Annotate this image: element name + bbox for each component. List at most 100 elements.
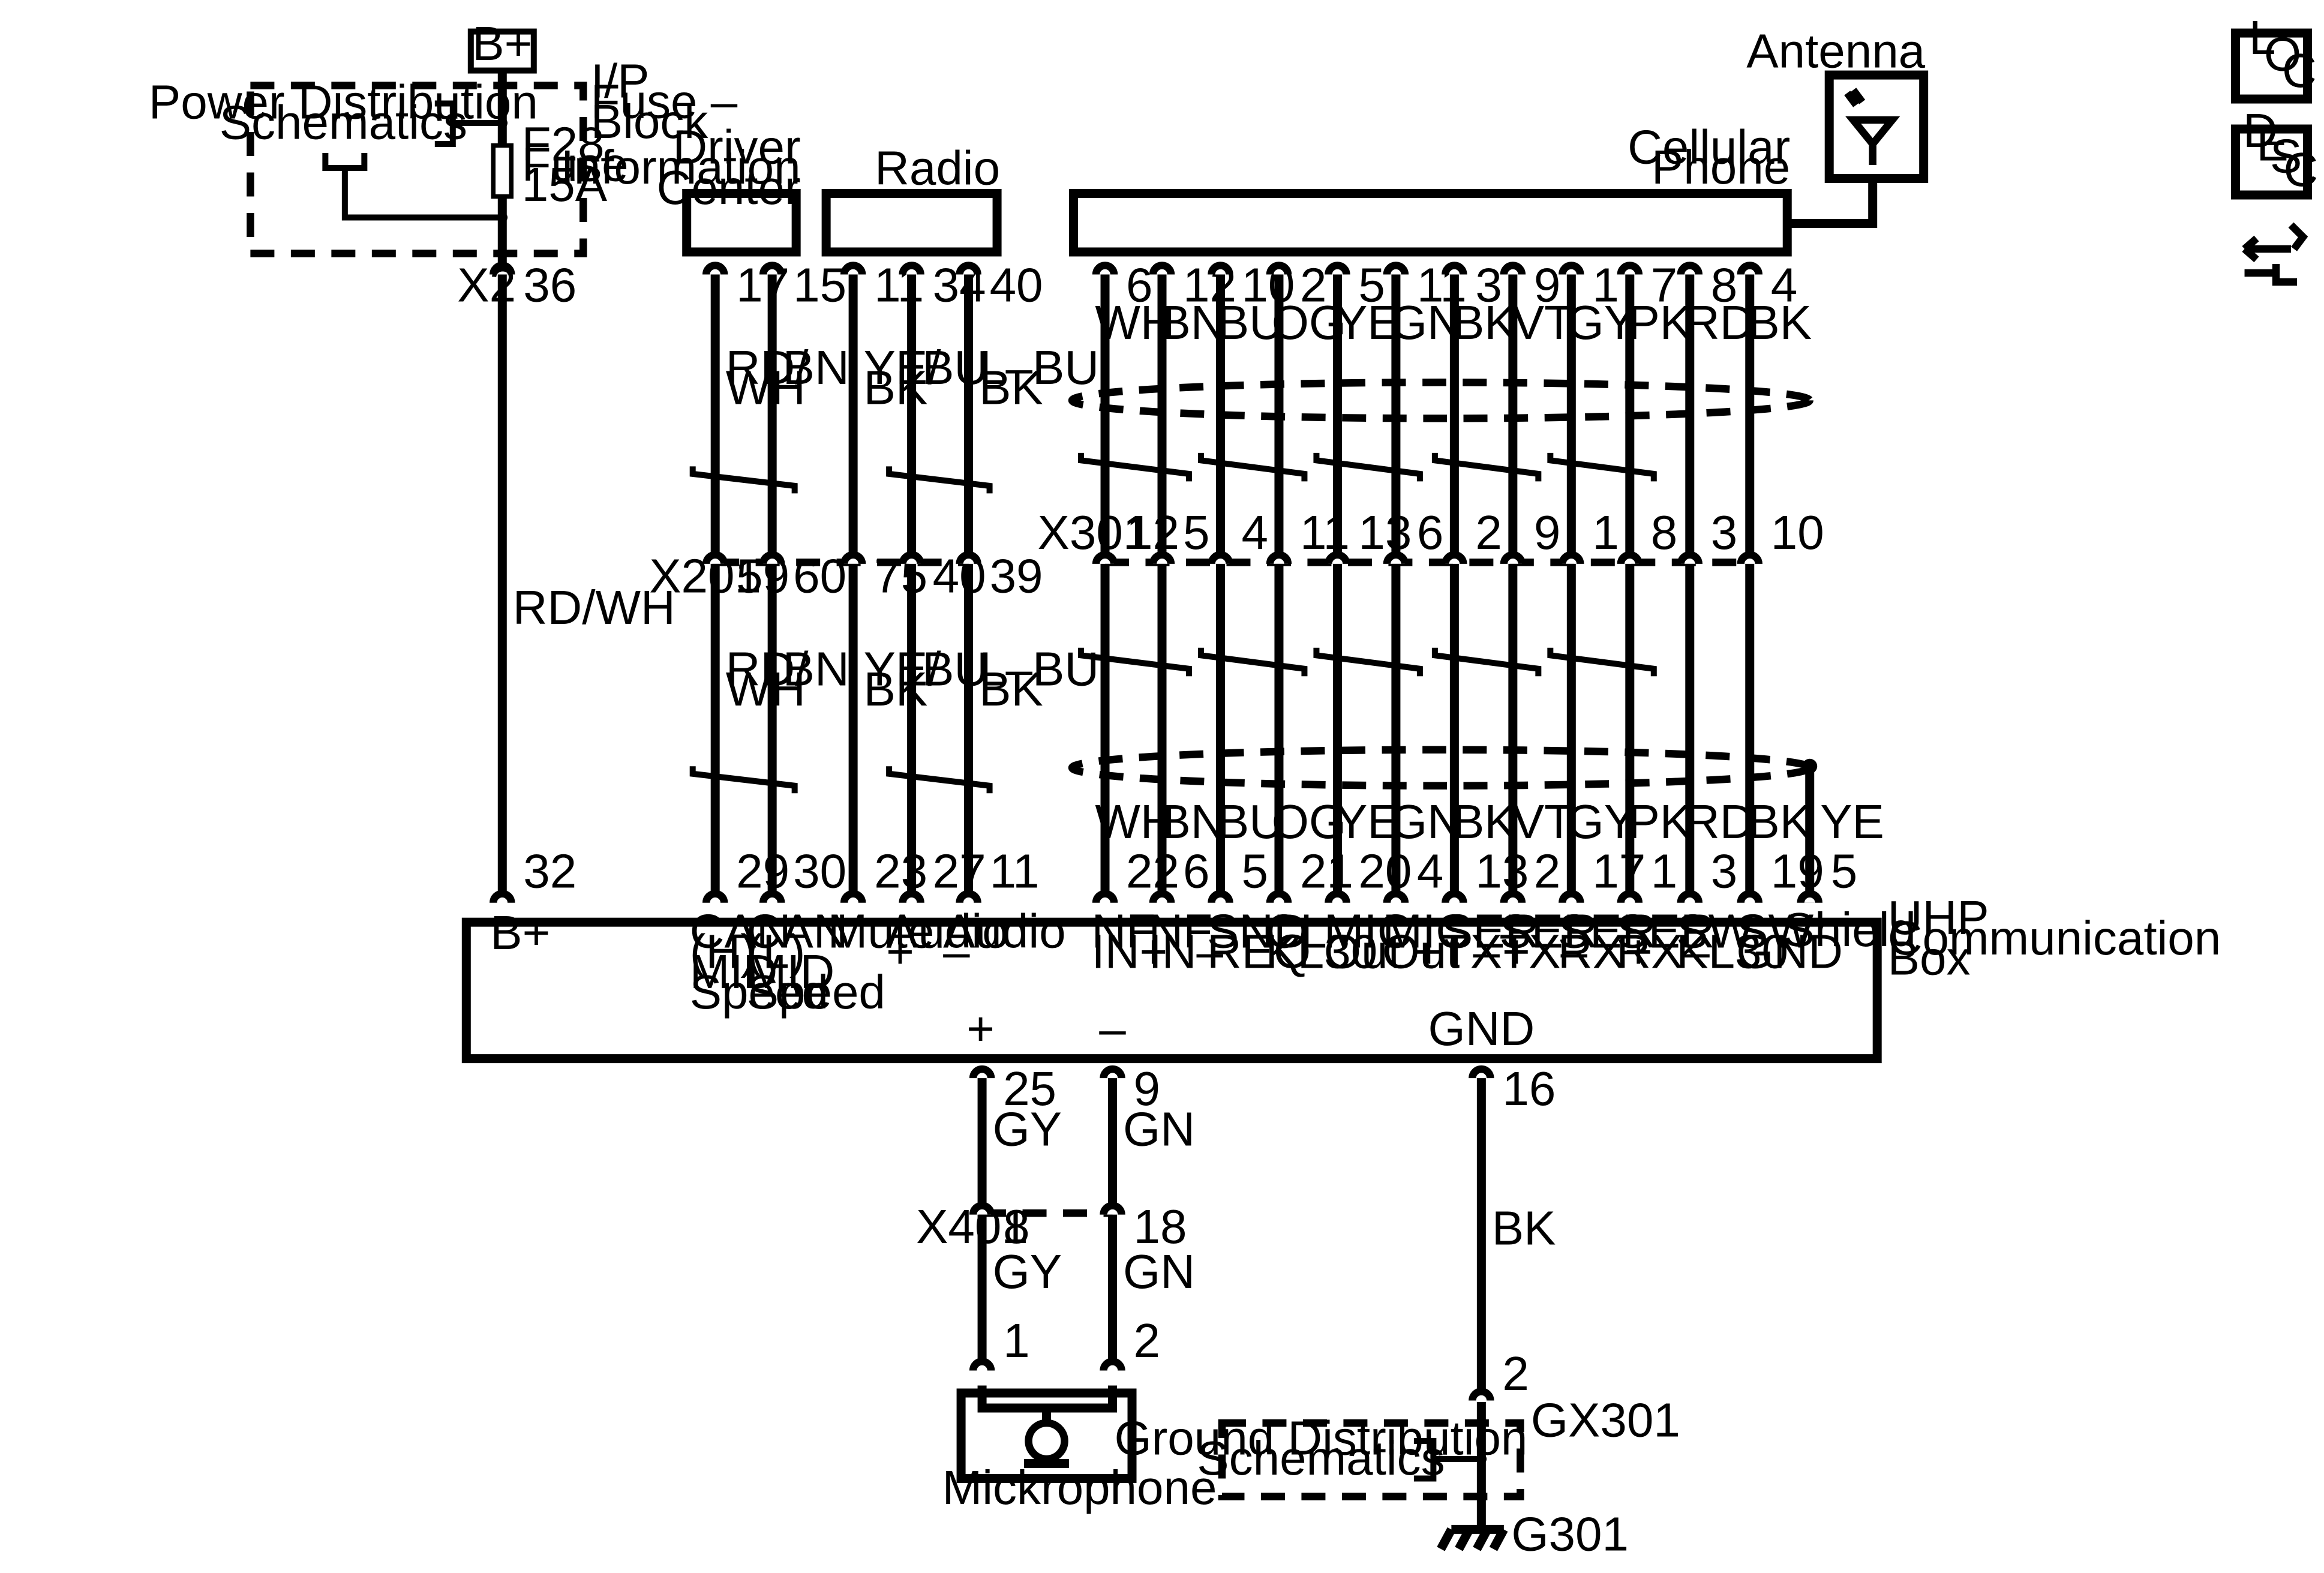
phone-circuit-8-top-cup <box>1559 262 1584 275</box>
power-dist-bracket <box>434 100 503 148</box>
dic-radio-circuit-0-uhp-label-line-3: Speed <box>690 965 828 1019</box>
phone-circuit-11-top-cup <box>1737 262 1762 275</box>
dic-radio-circuit-2-top-color-line-0: YE/ <box>864 341 942 394</box>
phone-circuit-7-bot-color: VT <box>1512 795 1574 848</box>
phone-circuit-7-top-cup <box>1500 262 1526 275</box>
phone-circuit-9-uhp-label-line-0: SER <box>1616 905 1715 958</box>
phone-circuit-10-uhp-label-line-1: KL30 <box>1676 924 1788 978</box>
radio-twist-upper <box>886 466 993 494</box>
dic-radio-circuit-1-bot-color-line-0: BN <box>783 642 849 695</box>
phone-circuit-10-uhp-pin: 3 <box>1711 845 1737 898</box>
dic-radio-circuit-3-uhp-cup <box>899 890 924 903</box>
microphone-title: Mickrophone <box>942 1461 1217 1514</box>
fuse-block-label-line-0: I/P <box>591 55 650 108</box>
desc-icon[interactable] <box>2231 124 2313 200</box>
antenna-title: Antenna <box>1746 25 1925 78</box>
g301-name: G301 <box>1511 1507 1629 1560</box>
x2-connector-name: X2 <box>457 258 516 311</box>
dic-radio-circuit-1-x201-pin: 60 <box>793 549 846 602</box>
dic-radio-circuit-2-top-cup <box>840 262 866 275</box>
dic-radio-circuit-0-uhp-cup <box>702 890 728 903</box>
phone-circuit-10-top-pin: 8 <box>1711 258 1737 311</box>
phone-circuit-5-x301-pin: 6 <box>1417 506 1443 559</box>
dic-radio-circuit-3-top-color-line-0: BU <box>922 341 989 394</box>
dic-radio-circuit-4-top-pin: 40 <box>990 258 1043 311</box>
dic-radio-circuit-2-bot-color-line-1: BK <box>864 662 928 716</box>
cellular-title-line-0: Cellular <box>1628 121 1790 174</box>
dic-twist-upper <box>689 466 798 494</box>
fuse-f28-label-line-0: F28 <box>522 118 605 171</box>
loc-icon[interactable] <box>2231 28 2313 104</box>
phone-twist-upper-4 <box>1547 452 1657 482</box>
uhp-gnd-label: GND <box>1428 1002 1535 1055</box>
gx301-name: GX301 <box>1531 1393 1680 1446</box>
dic-radio-circuit-4-uhp-label-line-1: – <box>943 924 970 978</box>
phone-circuit-3-top-pin: 2 <box>1300 258 1326 311</box>
phone-twist-lower-0 <box>1078 647 1192 677</box>
phone-circuit-11-uhp-label-line-0: SW <box>1736 905 1813 958</box>
dic-module-box <box>682 189 801 257</box>
mic-circuit-1-mic-pin: 2 <box>1134 1314 1160 1367</box>
phone-circuit-0-x301-cup <box>1092 551 1118 565</box>
mic-circuit-0-uhp-cup <box>969 1065 995 1079</box>
mic-circuit-0-uhp-pin: 25 <box>1003 1062 1056 1115</box>
splice-dot-bottom <box>497 212 508 223</box>
phone-circuit-6-x301-pin: 2 <box>1475 506 1502 559</box>
fuse-block-label-line-1: Fuse – <box>591 74 738 128</box>
phone-circuit-9-top-cup <box>1617 262 1643 275</box>
phone-circuit-4-x301-cup <box>1325 551 1350 565</box>
phone-twist-lower-3 <box>1431 647 1542 677</box>
power-dist-label-line-1: Schematics <box>220 95 467 149</box>
uhp-minus-label: – <box>1099 1002 1126 1055</box>
mic-circuit-0-mic-cup <box>969 1358 995 1371</box>
dic-radio-circuit-4-top-color-line-0: L–BU <box>979 341 1099 394</box>
cellular-phone-module-box <box>1069 189 1792 257</box>
dic-radio-circuit-4-uhp-pin: 11 <box>990 845 1040 898</box>
phone-circuit-6-uhp-pin: 13 <box>1475 845 1529 898</box>
dic-title-line-0: Driver <box>672 121 800 174</box>
dic-radio-circuit-0-top-color-line-0: RD/ <box>726 341 809 394</box>
dic-radio-circuit-1-uhp-label-line-2: MID <box>747 945 835 998</box>
fuse-f28-label-line-2: 15A <box>522 158 608 211</box>
phone-circuit-7-top-color: VT <box>1512 296 1574 349</box>
phone-circuit-8-top-color: GY <box>1567 296 1637 349</box>
phone-circuit-11-top-pin: 4 <box>1771 258 1797 311</box>
uhp-b-plus-connector <box>490 890 515 903</box>
ground-dist-label-line-0: Ground Distribution <box>1114 1411 1527 1464</box>
mic-circuit-1-x401-cup <box>1100 1202 1125 1215</box>
dic-radio-circuit-2-uhp-cup <box>840 890 866 903</box>
phone-circuit-8-x301-cup <box>1559 551 1584 565</box>
phone-circuit-6-bot-color: BK <box>1452 795 1517 848</box>
ground-dist-outline <box>1218 1419 1524 1500</box>
ground-uhp-pin: 16 <box>1502 1062 1556 1115</box>
dic-radio-circuit-3-uhp-label-line-0: Audio <box>886 905 1009 958</box>
shield-wire-color: YE <box>1820 795 1884 848</box>
dic-radio-circuit-4-x201-cup <box>956 551 981 565</box>
ground-wire-color: BK <box>1492 1202 1556 1255</box>
phone-circuit-11-uhp-label-line-1: GND <box>1736 924 1843 978</box>
phone-circuit-1-x301-pin: 5 <box>1183 506 1209 559</box>
dic-radio-circuit-1-top-pin: 15 <box>793 258 846 311</box>
phone-twist-upper-1 <box>1197 452 1308 482</box>
shield-uhp-pin: 5 <box>1831 845 1857 898</box>
uhp-communication-box <box>461 917 1882 1064</box>
mic-circuit-1-uhp-cup <box>1100 1065 1125 1079</box>
loc-letter-2: C <box>2282 44 2317 97</box>
dic-radio-circuit-3-top-cup <box>899 262 924 275</box>
dic-radio-circuit-1-top-cup <box>759 262 785 275</box>
phone-circuit-0-uhp-cup <box>1092 890 1118 903</box>
phone-circuit-10-uhp-label-line-0: SW <box>1676 905 1753 958</box>
phone-circuit-11-bot-color: BK <box>1747 795 1812 848</box>
desc-letter-0: D <box>2243 104 2278 157</box>
phone-circuit-5-bot-color: GN <box>1390 795 1462 848</box>
mic-circuit-1-upper-color: GN <box>1123 1103 1195 1156</box>
phone-circuit-11-uhp-pin: 19 <box>1771 845 1824 898</box>
fuse-f28-symbol <box>491 143 514 199</box>
b-plus-source-label: B+ <box>472 17 532 70</box>
mic-circuit-1-lower-color: GN <box>1123 1245 1195 1298</box>
harness-connector-icon[interactable] <box>2242 222 2308 286</box>
dic-radio-circuit-3-uhp-label-line-1: + <box>886 924 914 978</box>
phone-twist-lower-4 <box>1547 647 1657 677</box>
ground-uhp-cup <box>1469 1065 1494 1079</box>
